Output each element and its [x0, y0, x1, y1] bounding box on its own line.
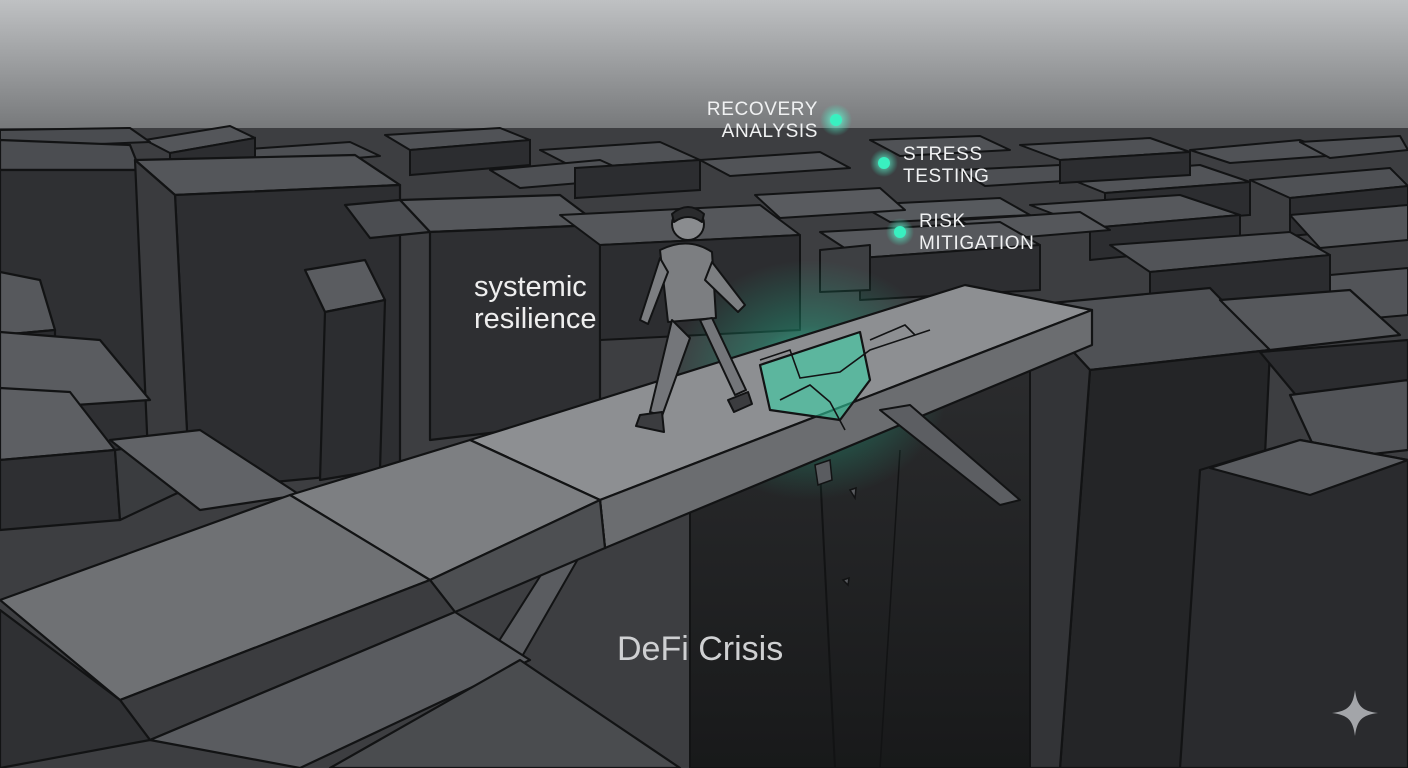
callout-line: STRESS: [903, 144, 983, 165]
callout-dots: [820, 104, 914, 246]
person-figure: [635, 206, 753, 433]
left-cliffs: [0, 138, 602, 532]
callout-risk-mitigation: RISK MITIGATION: [919, 211, 1034, 255]
callout-line: ANALYSIS: [721, 121, 818, 142]
debris: [814, 458, 857, 587]
defi-crisis-label: DeFi Crisis: [617, 630, 784, 668]
callout-stress-testing: STRESS TESTING: [903, 144, 990, 188]
label-line: resilience: [474, 303, 597, 335]
callout-line: RECOVERY: [706, 99, 818, 120]
systemic-resilience-label: systemic resilience: [474, 271, 597, 335]
label-line: systemic: [474, 271, 587, 303]
callout-line: TESTING: [903, 166, 990, 187]
foreground-blocks: [0, 438, 682, 768]
callout-recovery-analysis: RECOVERY ANALYSIS: [700, 99, 818, 143]
sparkle-icon: [1332, 690, 1378, 736]
sky: [0, 0, 1408, 135]
callout-line: RISK: [919, 211, 966, 232]
callout-line: MITIGATION: [919, 233, 1035, 254]
